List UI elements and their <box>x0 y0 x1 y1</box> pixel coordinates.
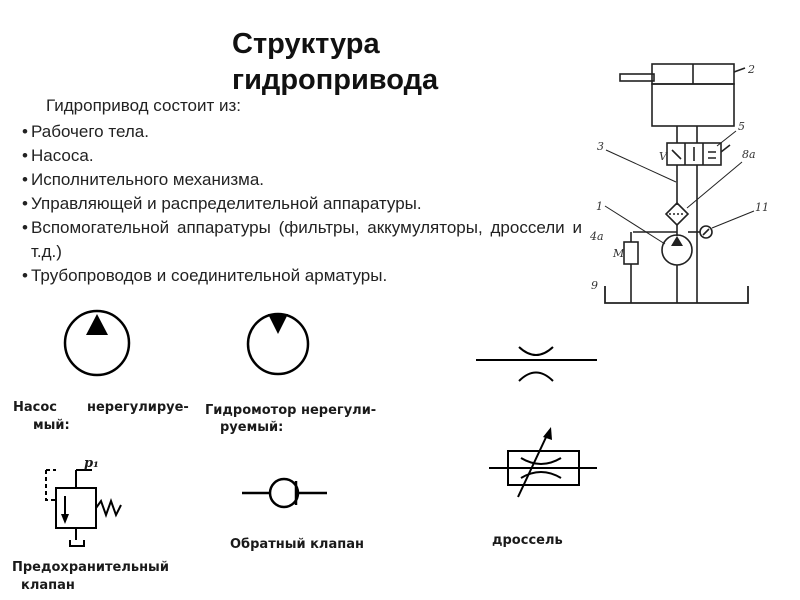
scheme-label: 2 <box>747 63 755 76</box>
relief-valve-label: клапан <box>21 578 75 593</box>
scheme-label: 4а <box>589 230 604 243</box>
throttle-label: дроссель <box>492 533 563 548</box>
pressure-label: p₁ <box>84 456 99 471</box>
list-item: Насоса. <box>22 144 582 168</box>
pressure-gauge <box>699 225 713 239</box>
list-item: Исполнительного механизма. <box>22 168 582 192</box>
scheme-label: V <box>659 150 668 163</box>
scheme-label: 8а <box>742 148 756 161</box>
cylinder-body <box>651 83 735 127</box>
list-item: Вспомогательной аппаратуры (фильтры, акк… <box>22 216 582 264</box>
motor-label: Гидромотор нерегули- <box>205 403 377 418</box>
directional-valve <box>666 142 722 166</box>
pump-label: Насос <box>13 400 57 415</box>
relief-valve-small <box>623 241 639 265</box>
scheme-label: 1 <box>596 200 603 213</box>
scheme-label: 11 <box>755 201 769 214</box>
pump-symbol <box>63 309 131 377</box>
motor-label: руемый: <box>220 420 284 435</box>
scheme-label: 9 <box>591 279 598 292</box>
page-title: Структура гидропривода <box>232 28 439 96</box>
cylinder-rod <box>619 73 655 82</box>
component-list: Рабочего тела. Насоса. Исполнительного м… <box>22 120 582 288</box>
throttle-fixed-symbol <box>476 346 597 382</box>
scheme-label: 5 <box>738 120 745 133</box>
list-item: Рабочего тела. <box>22 120 582 144</box>
hydraulic-scheme <box>604 63 755 304</box>
list-item: Управляющей и распределительной аппарату… <box>22 192 582 216</box>
relief-valve-label: Предохранительный <box>12 560 169 575</box>
check-valve-label: Обратный клапан <box>230 537 364 552</box>
list-item: Трубопроводов и соединительной арматуры. <box>22 264 582 288</box>
scheme-label: 3 <box>597 140 604 153</box>
pump-label: мый: <box>33 418 70 433</box>
throttle-adjustable-symbol <box>489 427 597 498</box>
relief-valve-symbol <box>45 469 122 547</box>
scheme-label: M <box>612 247 625 260</box>
pump-label: нерегулируе- <box>87 400 189 415</box>
intro-text: Гидропривод состоит из: <box>46 96 242 115</box>
check-valve-symbol <box>242 477 327 509</box>
motor-symbol <box>246 312 310 376</box>
